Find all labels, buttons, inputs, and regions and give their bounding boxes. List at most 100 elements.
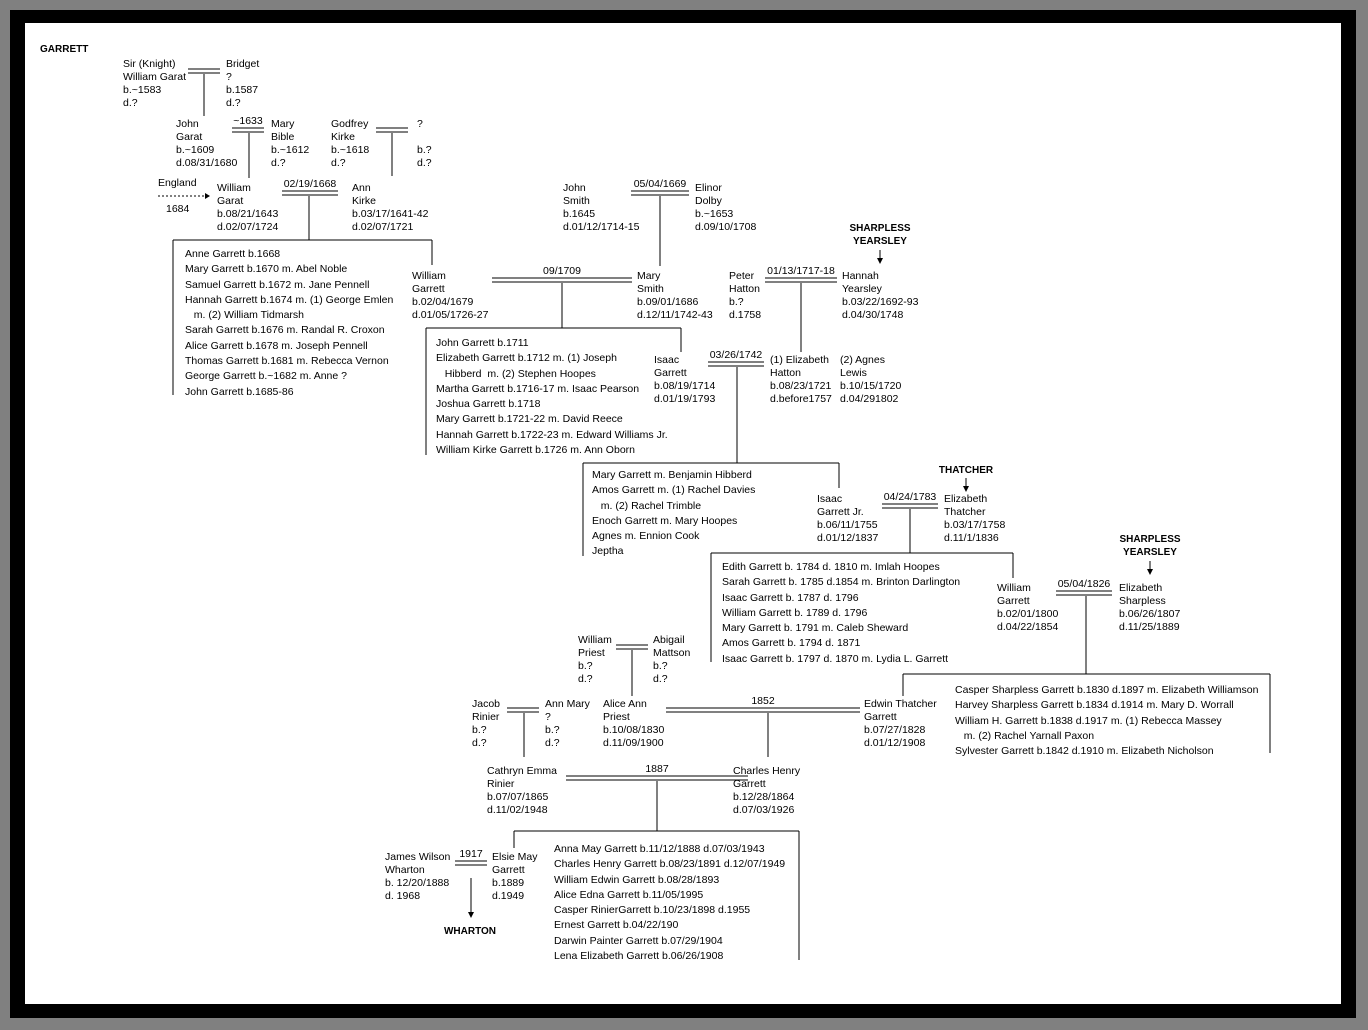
person-node: Elizabeth Sharpless b.06/26/1807 d.11/25… bbox=[1119, 582, 1181, 633]
person-node: Elinor Dolby b.~1653 d.09/10/1708 bbox=[695, 182, 757, 233]
person-node: Godfrey Kirke b.~1618 d.? bbox=[331, 118, 370, 169]
marriage-date: 09/1709 bbox=[543, 265, 581, 277]
arrow-head bbox=[877, 258, 883, 264]
person-node: Alice Ann Priest b.10/08/1830 d.11/09/19… bbox=[603, 698, 665, 749]
list-item: Amos Garrett m. (1) Rachel Davies bbox=[592, 484, 756, 497]
list-item: Joshua Garrett b.1718 bbox=[436, 398, 541, 411]
family-title: GARRETT bbox=[40, 44, 89, 55]
list-item: Isaac Garrett b. 1797 d. 1870 m. Lydia L… bbox=[722, 652, 949, 665]
list-item: Hibberd m. (2) Stephen Hoopes bbox=[436, 367, 596, 380]
person-node: Mary Bible b.~1612 d.? bbox=[271, 118, 310, 169]
list-item: William Kirke Garrett b.1726 m. Ann Obor… bbox=[436, 444, 635, 457]
person-node: Elizabeth Thatcher b.03/17/1758 d.11/1/1… bbox=[944, 493, 1006, 544]
children-list: Edith Garrett b. 1784 d. 1810 m. Imlah H… bbox=[722, 560, 960, 667]
person-node: Bridget ? b.1587 d.? bbox=[226, 58, 260, 109]
marriage-date: 03/26/1742 bbox=[709, 349, 763, 361]
list-item: Anne Garrett b.1668 bbox=[185, 248, 281, 260]
list-item: Hannah Garrett b.1674 m. (1) George Emle… bbox=[185, 293, 394, 306]
list-item: Casper Sharpless Garrett b.1830 d.1897 m… bbox=[955, 684, 1259, 696]
person-node: ? b.? d.? bbox=[417, 118, 432, 169]
marriage-date: ~1633 bbox=[233, 115, 263, 127]
arrow-head bbox=[205, 193, 210, 199]
children-list: Casper Sharpless Garrett b.1830 d.1897 m… bbox=[955, 683, 1258, 759]
person-node: England bbox=[158, 177, 197, 189]
family-link-label[interactable]: SHARPLESS YEARSLEY bbox=[1119, 534, 1181, 558]
marriage-date: 1852 bbox=[751, 695, 775, 707]
list-item: Thomas Garrett b.1681 m. Rebecca Vernon bbox=[185, 355, 389, 368]
person-node: James Wilson Wharton b. 12/20/1888 d. 19… bbox=[385, 851, 451, 902]
list-item: Hannah Garrett b.1722-23 m. Edward Willi… bbox=[436, 428, 668, 441]
list-item: Charles Henry Garrett b.08/23/1891 d.12/… bbox=[554, 858, 786, 871]
list-item: Alice Edna Garrett b.11/05/1995 bbox=[554, 888, 704, 901]
person-node: Isaac Garrett b.08/19/1714 d.01/19/1793 bbox=[654, 354, 716, 405]
person-node: Sir (Knight) William Garat b.~1583 d.? bbox=[123, 58, 187, 109]
list-item: William Edwin Garrett b.08/28/1893 bbox=[554, 873, 720, 886]
list-item: Edith Garrett b. 1784 d. 1810 m. Imlah H… bbox=[722, 561, 940, 573]
person-node: Mary Smith b.09/01/1686 d.12/11/1742-43 bbox=[637, 270, 713, 321]
list-item: Isaac Garrett b. 1787 d. 1796 bbox=[722, 591, 859, 604]
person-node: Abigail Mattson b.? d.? bbox=[653, 634, 691, 685]
children-list: Anna May Garrett b.11/12/1888 d.07/03/19… bbox=[554, 842, 785, 964]
list-item: Sylvester Garrett b.1842 d.1910 m. Eliza… bbox=[955, 745, 1214, 758]
list-item: Sarah Garrett b. 1785 d.1854 m. Brinton … bbox=[722, 576, 961, 589]
arrow-head bbox=[963, 486, 969, 492]
person-node: Ann Mary ? b.? d.? bbox=[545, 698, 590, 749]
list-item: Elizabeth Garrett b.1712 m. (1) Joseph bbox=[436, 352, 617, 365]
person-node: William Garrett b.02/04/1679 d.01/05/172… bbox=[412, 270, 489, 321]
marriage-date: 05/04/1826 bbox=[1057, 578, 1111, 590]
list-item: Darwin Painter Garrett b.07/29/1904 bbox=[554, 934, 723, 947]
person-node: Cathryn Emma Rinier b.07/07/1865 d.11/02… bbox=[487, 765, 558, 816]
list-item: Enoch Garrett m. Mary Hoopes bbox=[592, 514, 738, 527]
tree-paper bbox=[25, 23, 1341, 1004]
person-node: John Garat b.~1609 d.08/31/1680 bbox=[176, 118, 238, 169]
person-node: Elsie May Garrett b.1889 d.1949 bbox=[492, 851, 538, 902]
list-item: Anna May Garrett b.11/12/1888 d.07/03/19… bbox=[554, 843, 765, 855]
list-item: William H. Garrett b.1838 d.1917 m. (1) … bbox=[955, 714, 1222, 727]
person-node: William Priest b.? d.? bbox=[578, 634, 612, 685]
list-item: Mary Garrett m. Benjamin Hibberd bbox=[592, 469, 752, 481]
arrow-head bbox=[468, 912, 474, 918]
list-item: Martha Garrett b.1716-17 m. Isaac Pearso… bbox=[436, 382, 640, 395]
marriage-date: 01/13/1717-18 bbox=[767, 265, 835, 277]
list-item: George Garrett b.~1682 m. Anne ? bbox=[185, 370, 347, 383]
person-node: William Garrett b.02/01/1800 d.04/22/185… bbox=[997, 582, 1059, 633]
person-node: William Garat b.08/21/1643 d.02/07/1724 bbox=[217, 182, 279, 233]
list-item: Mary Garrett b.1721-22 m. David Reece bbox=[436, 413, 623, 426]
marriage-date: 1917 bbox=[459, 848, 483, 860]
marriage-date: 05/04/1669 bbox=[633, 178, 687, 190]
list-item: William Garrett b. 1789 d. 1796 bbox=[722, 606, 868, 619]
list-item: Amos Garrett b. 1794 d. 1871 bbox=[722, 637, 861, 650]
family-link-label[interactable]: THATCHER bbox=[938, 465, 994, 476]
person-node: John Smith b.1645 d.01/12/1714-15 bbox=[563, 182, 640, 233]
list-item: Agnes m. Ennion Cook bbox=[592, 530, 700, 543]
person-node: Isaac Garrett Jr. b.06/11/1755 d.01/12/1… bbox=[817, 493, 879, 544]
list-item: Harvey Sharpless Garrett b.1834 d.1914 m… bbox=[955, 699, 1234, 712]
marriage-date: 04/24/1783 bbox=[883, 491, 937, 503]
list-item: Ernest Garrett b.04/22/190 bbox=[554, 919, 679, 932]
person-node: Peter Hatton b.? d.1758 bbox=[729, 270, 762, 321]
list-item: John Garrett b.1711 bbox=[436, 337, 529, 349]
list-item: Mary Garrett b.1670 m. Abel Noble bbox=[185, 263, 348, 276]
list-item: Jeptha bbox=[592, 545, 624, 558]
list-item: Lena Elizabeth Garrett b.06/26/1908 bbox=[554, 950, 724, 963]
marriage-date: 02/19/1668 bbox=[283, 178, 337, 190]
person-node: Ann Kirke b.03/17/1641-42 d.02/07/1721 bbox=[352, 182, 429, 233]
list-item: Casper RinierGarrett b.10/23/1898 d.1955 bbox=[554, 904, 751, 917]
list-item: Samuel Garrett b.1672 m. Jane Pennell bbox=[185, 278, 370, 291]
arrow-head bbox=[1147, 569, 1153, 575]
list-item: m. (2) William Tidmarsh bbox=[185, 309, 305, 322]
person-node: Jacob Rinier b.? d.? bbox=[472, 698, 501, 749]
person-node: Charles Henry Garrett b.12/28/1864 d.07/… bbox=[733, 765, 801, 816]
list-item: Sarah Garrett b.1676 m. Randal R. Croxon bbox=[185, 324, 385, 337]
person-node: Edwin Thatcher Garrett b.07/27/1828 d.01… bbox=[864, 698, 937, 749]
list-item: Mary Garrett b. 1791 m. Caleb Sheward bbox=[722, 622, 909, 635]
person-node: (2) Agnes Lewis b.10/15/1720 d.04/291802 bbox=[840, 354, 902, 405]
list-item: John Garrett b.1685-86 bbox=[185, 385, 294, 398]
family-link-label[interactable]: WHARTON bbox=[443, 926, 497, 937]
family-link-label[interactable]: SHARPLESS YEARSLEY bbox=[849, 223, 911, 247]
list-item: m. (2) Rachel Yarnall Paxon bbox=[955, 729, 1095, 742]
